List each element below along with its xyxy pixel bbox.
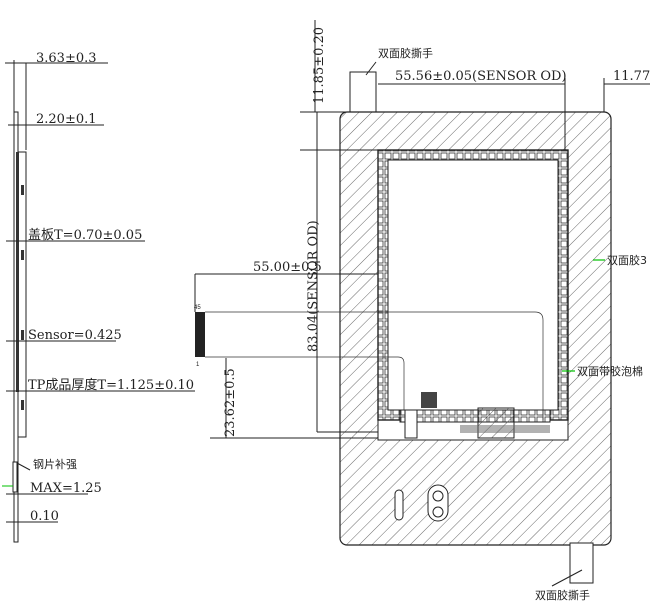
dim-overall-thickness: 3.63±0.3	[36, 51, 97, 66]
side-view: 3.63±0.3 2.20±0.1 盖板T=0.70±0.05 Sensor=0…	[2, 51, 195, 543]
peel-tab-label-bottom: 双面胶撕手	[535, 588, 590, 602]
tp-thickness-label: TP成品厚度T=1.125±0.10	[28, 377, 194, 393]
peel-tab-bottom	[569, 542, 594, 584]
front-view: 45 1 11.85±0.20 55.56±0.05(SENSOR OD) 11…	[194, 20, 650, 602]
min-gap-label: 0.10	[30, 509, 59, 524]
pin-45-label: 45	[194, 305, 201, 311]
dim-sensor-width: 55.56±0.05(SENSOR OD)	[395, 69, 567, 84]
foam-label: 双面带胶泡棉	[577, 364, 643, 378]
active-area	[387, 159, 559, 411]
cover-thickness-label: 盖板T=0.70±0.05	[28, 228, 142, 243]
dim-tab-height: 11.85±0.20	[312, 27, 327, 104]
dim-sensor-height: 83.04(SENSOR OD)	[306, 220, 321, 352]
fpc-connector	[195, 312, 205, 357]
tape-label: 双面胶3	[607, 253, 647, 267]
dim-fpc-offset: 23.62±0.5	[223, 368, 238, 437]
dim-fpc-thickness: 2.20±0.1	[36, 112, 97, 127]
peel-tab-top	[349, 71, 377, 113]
sensor-thickness-label: Sensor=0.425	[28, 328, 122, 343]
dim-fpc-length: 55.00±0.5	[253, 260, 322, 275]
slot-hole	[394, 489, 404, 521]
peel-tab-label-top: 双面胶撕手	[378, 46, 433, 60]
stiffener-label: 钢片补强	[33, 458, 77, 471]
mount-holes	[427, 484, 449, 522]
dim-right-margin: 11.77±	[613, 69, 650, 84]
max-thickness-label: MAX=1.25	[30, 481, 102, 496]
pin-1-label: 1	[196, 362, 200, 368]
